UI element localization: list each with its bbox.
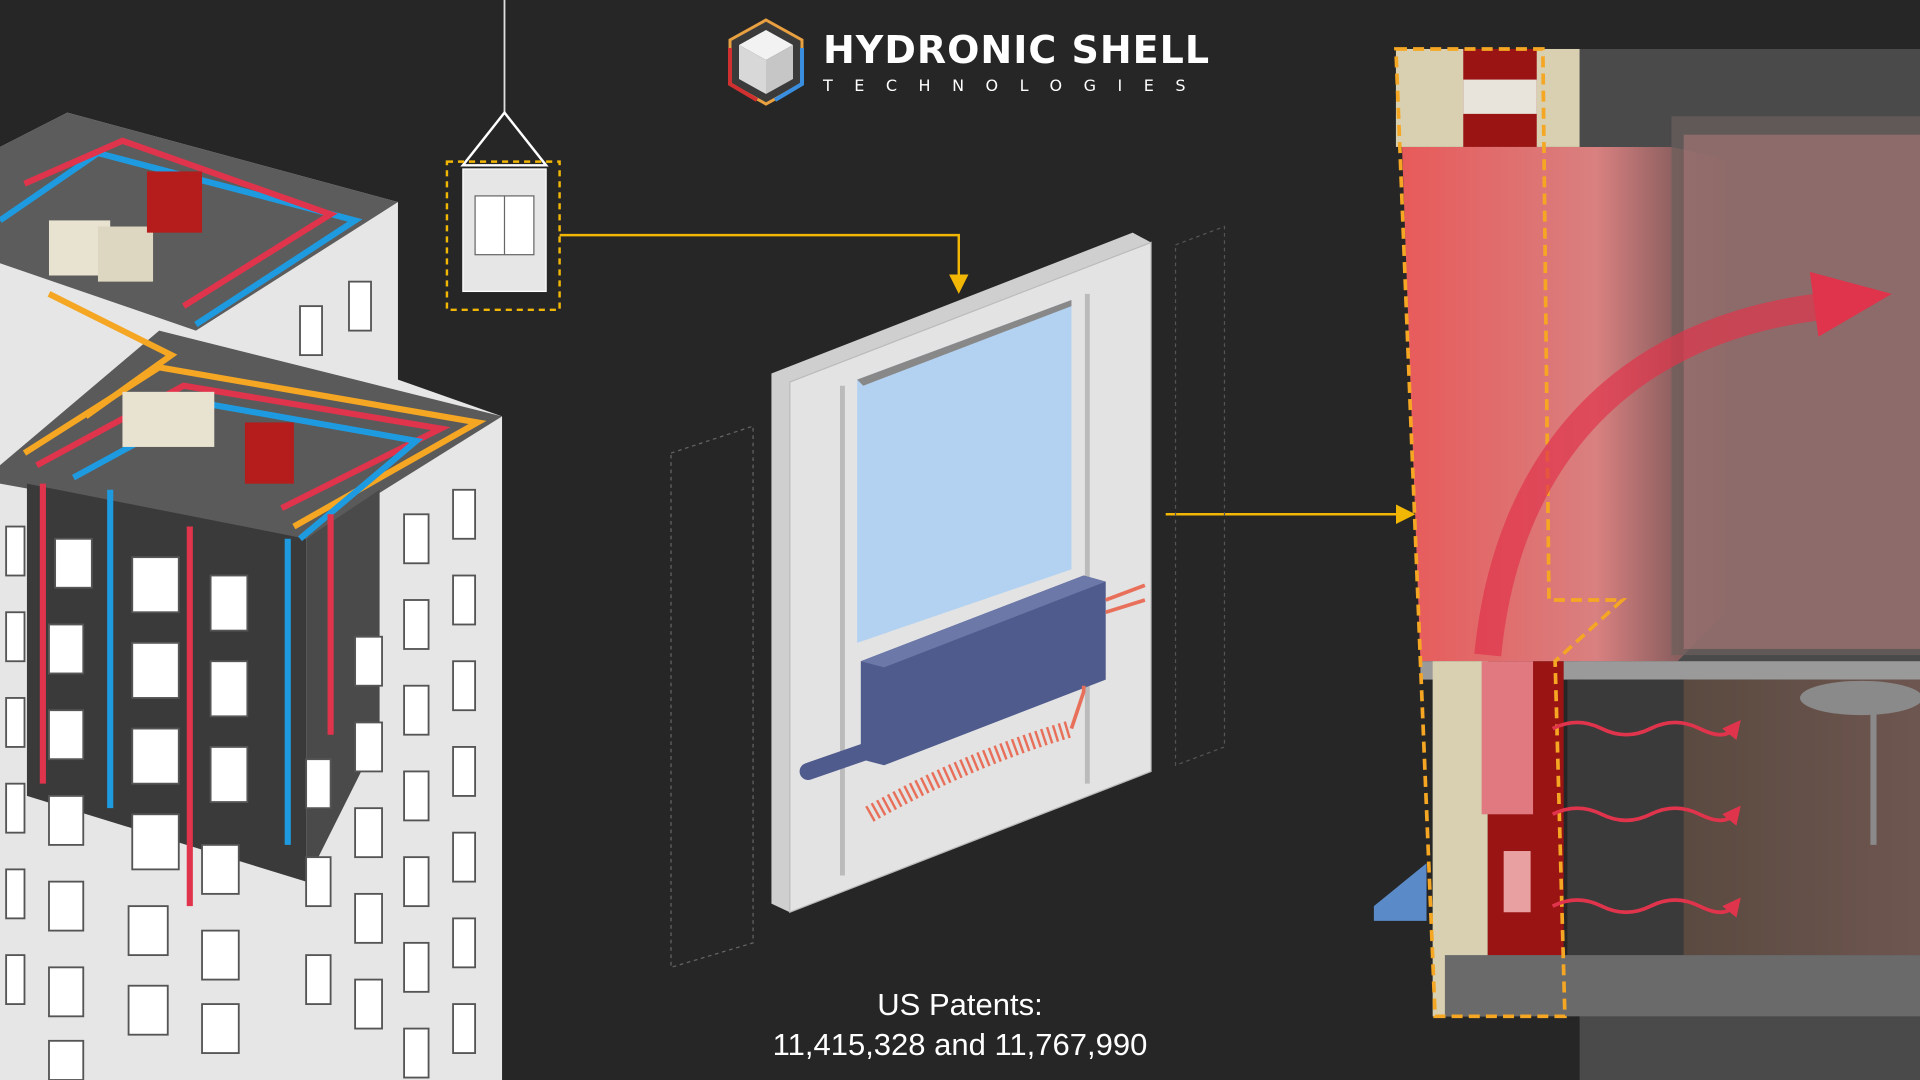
building-illustration — [0, 112, 503, 1080]
heater-unit — [860, 575, 1106, 766]
wall-section-cutaway — [1373, 47, 1920, 1080]
radiant-heat-arrow — [1551, 805, 1741, 826]
patent-caption: US Patents: 11,415,328 and 11,767,990 — [740, 985, 1180, 1065]
window-glass — [857, 300, 1072, 643]
hydronic-wall-panel — [670, 225, 1226, 969]
radiant-heat-arrow — [1551, 897, 1741, 918]
heating-coil — [865, 720, 1074, 822]
callout-arrow-module — [559, 233, 969, 294]
logo-name: HYDRONIC SHELL — [823, 27, 1211, 72]
radiant-heat-arrow — [1551, 719, 1741, 741]
table — [1800, 680, 1920, 716]
logo-tagline: TECHNOLOGIES — [823, 75, 1207, 95]
heated-room-upper — [1402, 146, 1727, 662]
rooftop-pump — [244, 422, 294, 484]
heat-arrow-icon — [1809, 271, 1892, 337]
company-logo: HYDRONIC SHELL TECHNOLOGIES — [727, 18, 1210, 106]
patent-numbers: 11,415,328 and 11,767,990 — [772, 1027, 1148, 1062]
rooftop-pump — [146, 171, 203, 233]
cube-logo-icon — [728, 18, 804, 106]
rooftop-unit — [122, 391, 215, 447]
patent-caption-label: US Patents: — [877, 987, 1043, 1022]
hoisted-panel-module — [445, 0, 561, 312]
